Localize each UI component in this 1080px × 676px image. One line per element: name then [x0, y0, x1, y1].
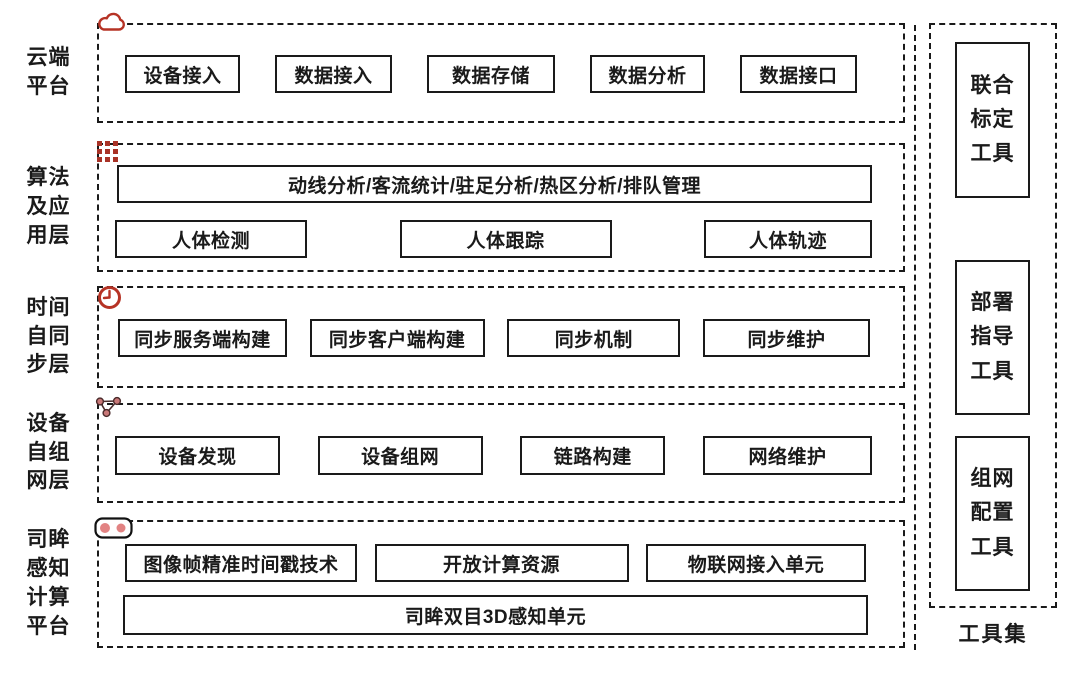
box-sync-maintenance: 同步维护: [702, 319, 870, 357]
box-human-detection: 人体检测: [115, 220, 307, 258]
layer-panel-device-network: 设备发现 设备组网 链路构建 网络维护: [95, 396, 905, 503]
layer-device-network: 设备 自组 网层 设备发现 设备组网 链路构建 网络维护: [0, 396, 905, 503]
box-link-construction: 链路构建: [520, 436, 666, 475]
layer-algorithm-application: 算法 及应 用层 动线分析/客流统计/驻足分析/热区分析/排队管理 人体检测 人…: [0, 141, 905, 272]
layer-panel-perception-platform: 图像帧精准时间戳技术 开放计算资源 物联网接入单元 司眸双目3D感知单元: [94, 517, 905, 648]
stereo-camera-icon: [94, 517, 134, 540]
box-deployment-guide-tool: 部署 指导 工具: [955, 260, 1030, 415]
box-sync-mechanism: 同步机制: [507, 319, 681, 357]
box-frame-timestamp-tech: 图像帧精准时间戳技术: [125, 544, 357, 582]
cloud-icon: [97, 11, 127, 33]
box-device-access: 设备接入: [125, 55, 240, 93]
box-sync-client-build: 同步客户端构建: [309, 319, 485, 357]
layer-cloud-platform: 云端 平台 设备接入 数据接入 数据存储 数据分析 数据接口: [0, 12, 905, 123]
box-data-access: 数据接入: [275, 55, 392, 93]
layer-label-algorithm-application: 算法 及应 用层: [26, 166, 71, 247]
layer-label-perception-platform: 司眸 感知 计算 平台: [26, 528, 71, 638]
box-human-trajectory: 人体轨迹: [704, 220, 872, 258]
layer-label-time-sync: 时间 自同 步层: [26, 295, 71, 377]
box-data-interface: 数据接口: [740, 55, 857, 93]
layer-time-sync: 时间 自同 步层 同步服务端构建 同步客户端构建 同步机制 同步维护: [0, 286, 905, 388]
layer-label-cloud-platform: 云端 平台: [26, 46, 71, 98]
box-data-analysis: 数据分析: [590, 55, 705, 93]
toolset-label: 工具集: [958, 623, 1028, 646]
box-device-discovery: 设备发现: [115, 436, 280, 475]
box-network-config-tool: 组网 配置 工具: [955, 436, 1030, 591]
layer-perception-platform: 司眸 感知 计算 平台 图像帧精准时间戳技术 开放计算资源 物联网接入单元 司眸…: [0, 517, 905, 648]
network-icon: [94, 396, 124, 421]
clock-icon: [97, 285, 122, 310]
box-data-storage: 数据存储: [427, 55, 555, 93]
box-iot-access-unit: 物联网接入单元: [646, 544, 866, 582]
box-sync-server-build: 同步服务端构建: [118, 319, 287, 357]
box-joint-calibration-tool: 联合 标定 工具: [955, 42, 1030, 198]
box-network-maintenance: 网络维护: [702, 436, 872, 475]
layer-label-device-network: 设备 自组 网层: [26, 411, 71, 493]
grid-dots-icon: [97, 141, 120, 164]
layer-panel-algorithm-application: 动线分析/客流统计/驻足分析/热区分析/排队管理 人体检测 人体跟踪 人体轨迹: [97, 141, 905, 272]
layer-panel-cloud-platform: 设备接入 数据接入 数据存储 数据分析 数据接口: [97, 12, 905, 123]
box-open-computing-resources: 开放计算资源: [374, 544, 629, 582]
divider-dashed-line: [914, 25, 916, 650]
box-device-networking: 设备组网: [317, 436, 483, 475]
layer-panel-time-sync: 同步服务端构建 同步客户端构建 同步机制 同步维护: [97, 286, 905, 388]
box-passenger-analytics: 动线分析/客流统计/驻足分析/热区分析/排队管理: [117, 165, 872, 203]
box-stereo-3d-perception-unit: 司眸双目3D感知单元: [123, 595, 868, 635]
box-human-tracking: 人体跟踪: [399, 220, 612, 258]
toolset-panel: 联合 标定 工具 部署 指导 工具 组网 配置 工具: [929, 23, 1057, 608]
